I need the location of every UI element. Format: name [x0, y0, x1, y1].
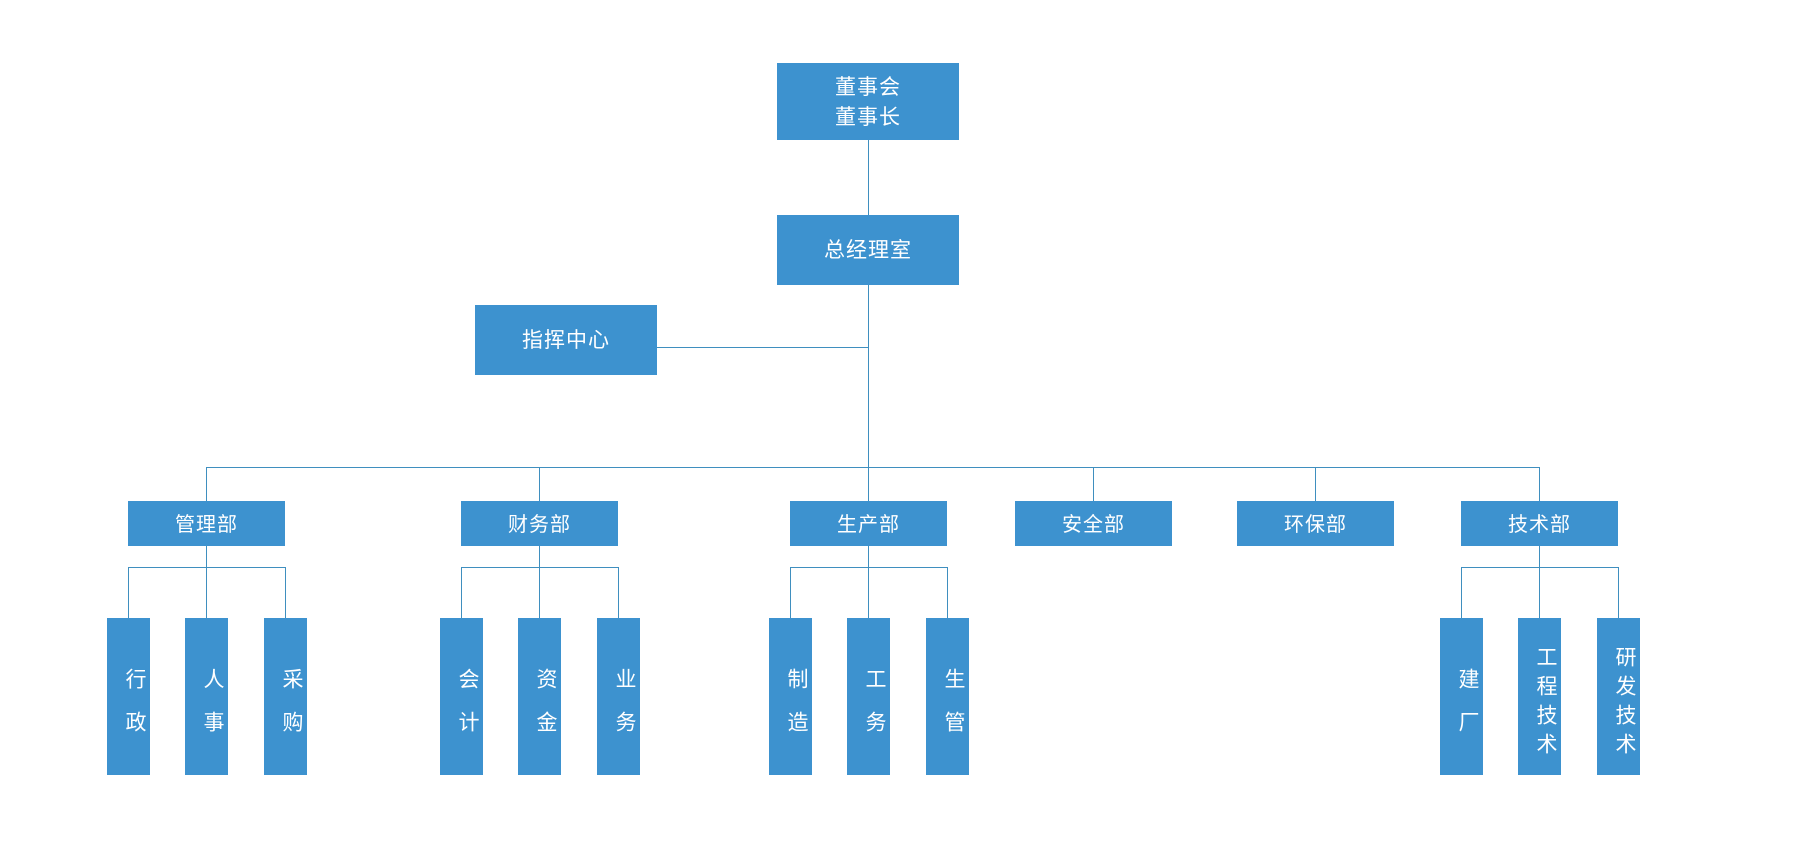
connector-drop-yewu	[618, 567, 619, 618]
node-unit-xingzheng[interactable]: 行政	[107, 618, 150, 775]
node-department-guanli[interactable]: 管理部	[128, 501, 285, 546]
connector-board-to-gm	[868, 140, 869, 215]
node-unit-gongwu[interactable]: 工务	[847, 618, 890, 775]
connector-drop-renshi	[206, 567, 207, 618]
node-command-center[interactable]: 指挥中心	[475, 305, 657, 375]
connector-drop-shengguan	[947, 567, 948, 618]
connector-drop-dept-5	[1315, 467, 1316, 501]
node-gm-office[interactable]: 总经理室	[777, 215, 959, 285]
connector-drop-yanfajishu	[1618, 567, 1619, 618]
connector-department-bus	[206, 467, 1540, 468]
connector-drop-dept-2	[539, 467, 540, 501]
connector-gm-to-command-center	[657, 347, 869, 348]
node-department-caiwu[interactable]: 财务部	[461, 501, 618, 546]
connector-drop-caigou	[285, 567, 286, 618]
node-unit-renshi[interactable]: 人事	[185, 618, 228, 775]
node-unit-shengguan[interactable]: 生管	[926, 618, 969, 775]
connector-drop-gongchengjishu	[1539, 567, 1540, 618]
connector-gm-trunk	[868, 285, 869, 467]
node-department-shengchan[interactable]: 生产部	[790, 501, 947, 546]
connector-drop-jianchang	[1461, 567, 1462, 618]
connector-drop-zhizao	[790, 567, 791, 618]
connector-drop-xingzheng	[128, 567, 129, 618]
connector-drop-gongwu	[868, 567, 869, 618]
connector-drop-kuaiji	[461, 567, 462, 618]
node-department-huanbao[interactable]: 环保部	[1237, 501, 1394, 546]
connector-jishu-stem	[1539, 546, 1540, 568]
node-unit-kuaiji[interactable]: 会计	[440, 618, 483, 775]
node-unit-zhizao[interactable]: 制造	[769, 618, 812, 775]
connector-drop-dept-3	[868, 467, 869, 501]
connector-drop-dept-1	[206, 467, 207, 501]
connector-drop-dept-4	[1093, 467, 1094, 501]
node-unit-caigou[interactable]: 采购	[264, 618, 307, 775]
connector-guanli-stem	[206, 546, 207, 568]
connector-drop-zijin	[539, 567, 540, 618]
connector-caiwu-stem	[539, 546, 540, 568]
node-unit-gongchengjishu[interactable]: 工程技术	[1518, 618, 1561, 775]
node-board-chairman[interactable]: 董事会 董事长	[777, 63, 959, 140]
connector-drop-dept-6	[1539, 467, 1540, 501]
node-department-jishu[interactable]: 技术部	[1461, 501, 1618, 546]
node-unit-jianchang[interactable]: 建厂	[1440, 618, 1483, 775]
node-unit-zijin[interactable]: 资金	[518, 618, 561, 775]
node-unit-yanfajishu[interactable]: 研发技术	[1597, 618, 1640, 775]
node-unit-yewu[interactable]: 业务	[597, 618, 640, 775]
node-department-anquan[interactable]: 安全部	[1015, 501, 1172, 546]
connector-shengchan-stem	[868, 546, 869, 568]
